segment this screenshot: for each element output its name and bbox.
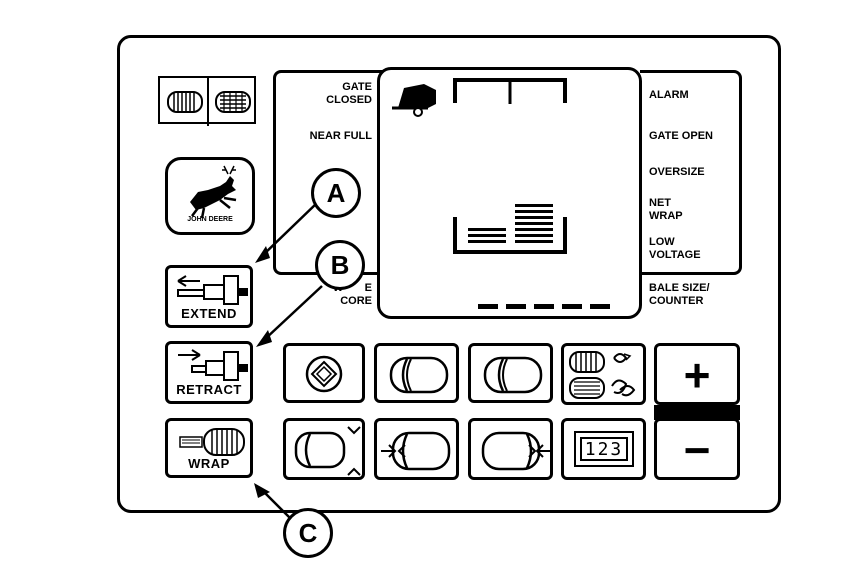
gate-closed-line1: GATE	[342, 81, 372, 93]
bale-core-right-button[interactable]	[468, 418, 553, 480]
logo-text: JOHN DEERE	[187, 216, 233, 223]
wrap-label: WRAP	[188, 456, 230, 471]
bale-core-right-icon	[481, 431, 551, 471]
bale-diameter-icon	[294, 426, 361, 476]
counter-button[interactable]: 123	[561, 418, 646, 480]
lcd-screen	[377, 67, 642, 319]
bale-core-left-button[interactable]	[374, 418, 459, 480]
callout-b: B	[315, 240, 365, 290]
wrap-button[interactable]: WRAP	[165, 418, 253, 478]
diamond-setting-icon	[305, 355, 343, 393]
low-voltage-line2: VOLTAGE	[649, 249, 701, 261]
retract-label: RETRACT	[176, 382, 242, 397]
low-voltage-label: LOW VOLTAGE	[649, 236, 701, 262]
display-frame-right	[640, 70, 742, 275]
callout-c: C	[283, 508, 333, 558]
oversize-label: OVERSIZE	[649, 166, 705, 178]
bale-rolls-indicator	[158, 76, 256, 126]
plus-button[interactable]: +	[654, 343, 740, 405]
monitor-panel	[117, 35, 781, 513]
wrap-icon	[179, 428, 245, 456]
core-label: CORE	[340, 295, 372, 307]
lcd-graphics	[392, 78, 610, 309]
retract-arrow-icon	[178, 349, 248, 381]
net-wrap-line1: NET	[649, 197, 671, 209]
gate-open-label: GATE OPEN	[649, 130, 713, 142]
net-wrap-label: NET WRAP	[649, 197, 683, 223]
diamond-setting-button[interactable]	[283, 343, 365, 403]
minus-button[interactable]: −	[654, 418, 740, 480]
bale-rolls-icon	[167, 78, 251, 126]
net-rolls-button[interactable]	[561, 343, 646, 405]
gate-closed-label: GATE CLOSED	[300, 81, 372, 107]
net-wrap-line2: WRAP	[649, 210, 683, 222]
counter-display: 123	[574, 431, 634, 467]
bale-core-left-icon	[381, 431, 451, 471]
net-rolls-icon	[569, 351, 636, 399]
extend-label: EXTEND	[181, 306, 237, 321]
extend-button[interactable]: EXTEND	[165, 265, 253, 328]
baler-icon	[392, 84, 436, 117]
near-full-label: NEAR FULL	[309, 130, 372, 142]
minus-icon: −	[683, 424, 711, 476]
counter-value: 123	[580, 437, 628, 461]
bale-diameter-button[interactable]	[283, 418, 365, 480]
gate-closed-line2: CLOSED	[326, 94, 372, 106]
alarm-label: ALARM	[649, 89, 689, 101]
extend-arrow-icon	[177, 275, 248, 305]
bale-shape-left-button[interactable]	[374, 343, 459, 403]
bale-size-counter-label: BALE SIZE/ COUNTER	[649, 282, 710, 308]
bale-shape-right-icon	[483, 356, 543, 394]
deer-logo-icon	[190, 165, 237, 219]
bale-shape-right-button[interactable]	[468, 343, 553, 403]
plus-icon: +	[683, 349, 711, 401]
bale-size-line1: BALE SIZE/	[649, 282, 710, 294]
callout-a: A	[311, 168, 361, 218]
plus-minus-divider	[654, 405, 740, 420]
retract-button[interactable]: RETRACT	[165, 341, 253, 404]
bale-shape-left-icon	[389, 356, 449, 394]
john-deere-logo: JOHN DEERE	[165, 157, 255, 235]
low-voltage-line1: LOW	[649, 236, 675, 248]
bale-size-line2: COUNTER	[649, 295, 704, 307]
